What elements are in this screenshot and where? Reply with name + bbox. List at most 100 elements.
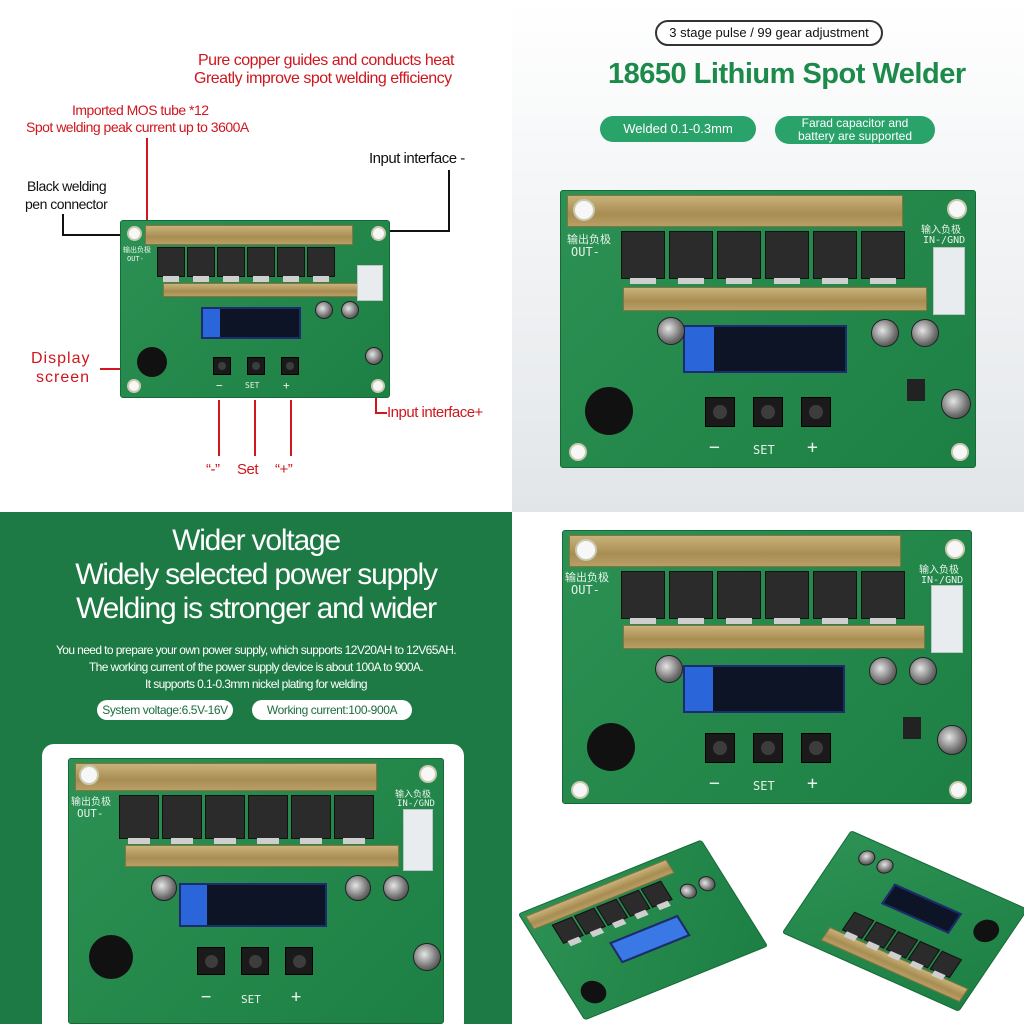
plus-button xyxy=(285,947,313,975)
set-button xyxy=(241,947,269,975)
product-title: 18650 Lithium Spot Welder xyxy=(608,58,966,90)
mos-note-line-2: Spot welding peak current up to 3600A xyxy=(26,119,249,135)
input-terminal xyxy=(931,585,963,653)
in-silk-en: IN-/GND xyxy=(923,235,966,246)
pcb-board: 输出负极 OUT- 输入负极 IN-/GND − SET + xyxy=(562,530,972,804)
mounting-hole xyxy=(945,539,965,559)
mos-tube xyxy=(813,231,857,284)
pen-note-line-2: pen connector xyxy=(25,196,108,212)
mounting-hole xyxy=(947,199,967,219)
angled-board-left xyxy=(517,839,769,1021)
mounting-hole xyxy=(127,226,142,241)
minus-button xyxy=(213,357,231,375)
mos-tube xyxy=(813,571,857,624)
mounting-hole xyxy=(571,781,589,799)
out-silk-en: OUT- xyxy=(127,255,144,263)
mos-tube xyxy=(334,795,374,844)
pcb-board: 输出负极 OUT- − SET + xyxy=(120,220,390,398)
set-silk: SET xyxy=(241,993,261,1006)
pcb-board: 输出负极 OUT- 输入负极 IN-/GND − SET + xyxy=(68,758,444,1024)
minus-button xyxy=(705,397,735,427)
mos-tube xyxy=(307,247,335,282)
heading-line-3: Welding is stronger and wider xyxy=(76,592,437,625)
capacitor xyxy=(365,347,383,365)
mounting-hole xyxy=(573,199,595,221)
oled-display xyxy=(683,665,845,713)
mounting-hole xyxy=(575,539,597,561)
working-current-pill: Working current:100-900A xyxy=(252,700,412,720)
buzzer xyxy=(89,935,133,979)
mounting-hole xyxy=(951,443,969,461)
capacitor xyxy=(869,657,897,685)
oled-display xyxy=(179,883,327,927)
mos-tube xyxy=(621,231,665,284)
capacitor xyxy=(315,301,333,319)
capacitor xyxy=(909,657,937,685)
copper-strip-bottom xyxy=(125,845,399,867)
mos-tube xyxy=(157,247,185,282)
plus-button-label: “+” xyxy=(275,461,293,478)
set-button xyxy=(753,733,783,763)
farad-pill-line-2: battery are supported xyxy=(797,129,913,143)
description-line-2: The working current of the power supply … xyxy=(88,660,424,674)
pen-leader-line-v xyxy=(62,214,64,236)
mos-tube xyxy=(669,571,713,624)
capacitor xyxy=(941,389,971,419)
copper-strip-top xyxy=(145,225,353,245)
out-silk-en: OUT- xyxy=(571,583,600,597)
display-label-line-1: Display xyxy=(31,350,91,367)
farad-pill-line-1: Farad capacitor and xyxy=(801,116,909,130)
mos-tube xyxy=(291,795,331,844)
heading-line-2: Widely selected power supply xyxy=(75,558,438,591)
set-silk: SET xyxy=(753,443,775,457)
angled-board-right xyxy=(781,830,1024,1012)
copper-strip-bottom xyxy=(163,283,361,297)
product-title-panel: 3 stage pulse / 99 gear adjustment 18650… xyxy=(512,0,1024,512)
mos-tube xyxy=(205,795,245,844)
mos-tube xyxy=(217,247,245,282)
capacitor xyxy=(413,943,441,971)
input-terminal xyxy=(933,247,965,315)
capacitor xyxy=(655,655,683,683)
mounting-hole xyxy=(371,226,386,241)
set-button xyxy=(753,397,783,427)
capacitor xyxy=(345,875,371,901)
set-silk: SET xyxy=(753,779,775,793)
annotated-board-panel: Pure copper guides and conducts heat Gre… xyxy=(0,0,512,512)
mos-tube xyxy=(669,231,713,284)
copper-strip-bottom xyxy=(623,625,925,649)
input-terminal xyxy=(403,809,433,871)
mounting-hole xyxy=(419,765,437,783)
copper-strip-top xyxy=(567,195,903,227)
board-views-panel: 输出负极 OUT- 输入负极 IN-/GND − SET + xyxy=(512,512,1024,1024)
out-silk-cn: 输出负极 xyxy=(567,233,611,246)
capacitor xyxy=(937,725,967,755)
input-plus-leader-h xyxy=(375,412,387,414)
set-button xyxy=(247,357,265,375)
out-silk-cn: 输出负极 xyxy=(565,571,609,584)
out-silk-cn: 输出负极 xyxy=(71,797,111,808)
in-silk-en: IN-/GND xyxy=(397,799,435,809)
out-silk-cn: 输出负极 xyxy=(123,246,151,254)
mos-tube xyxy=(765,231,809,284)
feature-badge: 3 stage pulse / 99 gear adjustment xyxy=(655,20,883,46)
set-silk: SET xyxy=(245,381,260,390)
ic-chip xyxy=(903,717,921,739)
mos-tube xyxy=(187,247,215,282)
description-line-3: It supports 0.1-0.3mm nickel plating for… xyxy=(145,677,368,691)
mos-tube xyxy=(621,571,665,624)
mounting-hole xyxy=(127,379,141,393)
input-minus-leader-h xyxy=(390,230,450,232)
plus-silk: + xyxy=(807,773,818,794)
input-terminal xyxy=(357,265,383,301)
mos-tube xyxy=(277,247,305,282)
mos-tube xyxy=(861,571,905,624)
minus-silk: − xyxy=(216,379,223,392)
in-silk-cn: 输入负极 xyxy=(921,225,961,236)
mounting-hole xyxy=(569,443,587,461)
pen-leader-line-h xyxy=(62,234,128,236)
plus-button xyxy=(281,357,299,375)
buzzer xyxy=(137,347,167,377)
ic-chip xyxy=(907,379,925,401)
in-silk-cn: 输入负极 xyxy=(395,790,432,800)
